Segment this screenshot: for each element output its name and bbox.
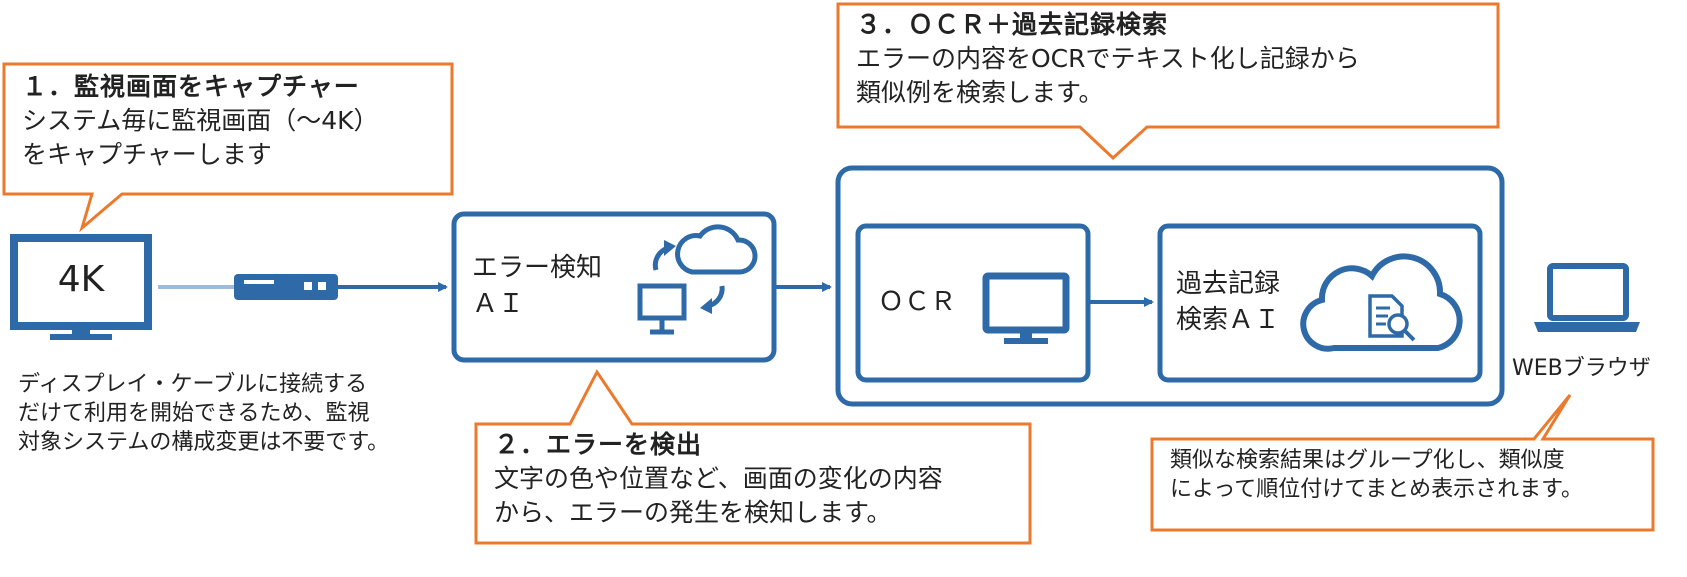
ocr-monitor-icon [982,272,1070,344]
search-ai-label-line-1: 過去記録 [1176,269,1281,299]
search-ai-label: 過去記録 検索ＡＩ [1176,266,1280,338]
laptop-icon [1534,263,1640,332]
display-note-line-2: だけて利用を開始できるため、監視 [18,401,370,426]
callout-3-line-1: エラーの内容をOCRでテキスト化し記録から [856,44,1360,73]
display-note-line-3: 対象システムの構成変更は不要です。 [18,430,390,455]
callout-1-line-2: をキャプチャーします [22,140,272,169]
callout-4-line-2: によって順位付けてまとめ表示されます。 [1170,477,1583,502]
callout-2-outline [474,369,1032,545]
error-ai-label: エラー検知 ＡＩ [472,250,602,322]
callout-1: １．監視画面をキャプチャー システム毎に監視画面（〜4K） をキャプチャーします [22,70,379,172]
callout-4-line-1: 類似な検索結果はグループ化し、類似度 [1170,448,1565,473]
callout-3-line-2: 類似例を検索します。 [856,78,1104,107]
monitor-label: 4K [57,259,105,300]
ocr-label: ＯＣＲ [878,287,957,317]
capture-box-icon [234,274,338,300]
monitor-icon [10,234,152,340]
browser-label: WEBブラウザ [1512,356,1651,381]
callout-2-title: ２．エラーを検出 [494,430,703,459]
display-note-line-1: ディスプレイ・ケーブルに接続する [18,372,368,397]
callout-1-line-1: システム毎に監視画面（〜4K） [22,106,379,135]
error-ai-label-line-2: ＡＩ [472,289,525,319]
callout-3-title: ３．ＯＣＲ＋過去記録検索 [856,10,1169,39]
error-ai-label-line-1: エラー検知 [472,253,603,283]
callout-3: ３．ＯＣＲ＋過去記録検索 エラーの内容をOCRでテキスト化し記録から 類似例を検… [856,8,1360,110]
callout-1-outline [2,62,454,233]
display-note: ディスプレイ・ケーブルに接続する だけて利用を開始できるため、監視 対象システム… [18,370,389,457]
callout-2-line-1: 文字の色や位置など、画面の変化の内容 [494,464,943,493]
callout-1-title: １．監視画面をキャプチャー [22,72,360,101]
callout-4: 類似な検索結果はグループ化し、類似度 によって順位付けてまとめ表示されます。 [1170,446,1583,504]
callout-4-outline [1150,394,1655,532]
callout-3-outline [836,2,1500,161]
search-ai-label-line-2: 検索ＡＩ [1176,305,1281,335]
cloud-document-search-icon [1300,253,1463,352]
sync-cloud-monitor-icon [637,224,758,335]
callout-2-line-2: から、エラーの発生を検知します。 [494,498,892,527]
callout-2: ２．エラーを検出 文字の色や位置など、画面の変化の内容 から、エラーの発生を検知… [494,428,943,530]
